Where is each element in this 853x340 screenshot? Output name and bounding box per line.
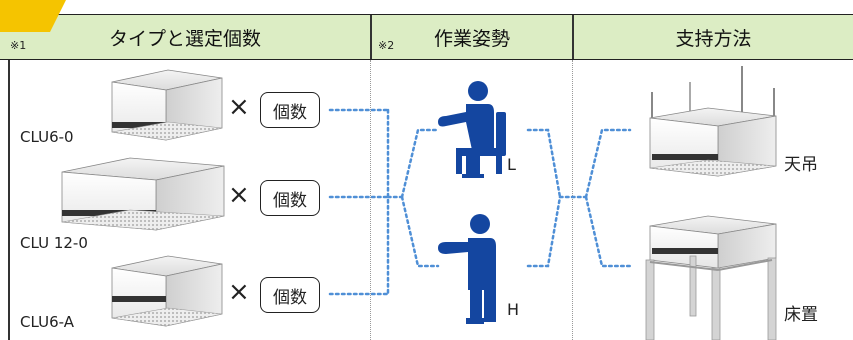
- standing-worker-icon: [438, 214, 496, 324]
- posture-code-l: L: [507, 155, 516, 174]
- header-divider: [572, 15, 574, 59]
- header-type-and-count: タイプと選定個数: [108, 27, 261, 50]
- multiply-sign: ×: [228, 277, 250, 307]
- corner-accent: [0, 0, 66, 32]
- column-divider-dotted: [370, 60, 371, 340]
- connector-lines: [328, 108, 632, 296]
- support-label-ceiling: 天吊: [784, 155, 818, 175]
- note-2: ※2: [378, 39, 395, 52]
- support-label-floor: 床置: [784, 305, 818, 325]
- model-label-clu6-a: CLU6-A: [20, 313, 74, 331]
- column-divider-dotted: [572, 60, 573, 340]
- table-left-border: [8, 60, 10, 340]
- unit-image-clu6-a: [111, 255, 223, 327]
- model-label-clu12-0: CLU 12-0: [20, 234, 88, 252]
- count-box: 個数: [260, 92, 320, 128]
- header-support-method: 支持方法: [675, 27, 752, 50]
- posture-code-h: H: [507, 300, 520, 319]
- header-work-posture: 作業姿勢: [433, 27, 510, 50]
- unit-image-clu12-0: [61, 157, 225, 231]
- unit-image-clu6-0: [111, 69, 223, 141]
- floor-standing-unit-image: [645, 215, 777, 340]
- multiply-sign: ×: [228, 92, 250, 122]
- ceiling-hung-unit-image: [649, 66, 777, 177]
- multiply-sign: ×: [228, 180, 250, 210]
- count-box: 個数: [260, 277, 320, 313]
- table-header: タイプと選定個数 作業姿勢 支持方法 ※1 ※2: [0, 14, 853, 60]
- count-box: 個数: [260, 180, 320, 216]
- model-label-clu6-0: CLU6-0: [20, 128, 74, 146]
- seated-worker-icon: [438, 81, 506, 178]
- header-divider: [370, 15, 372, 59]
- note-1: ※1: [10, 39, 27, 52]
